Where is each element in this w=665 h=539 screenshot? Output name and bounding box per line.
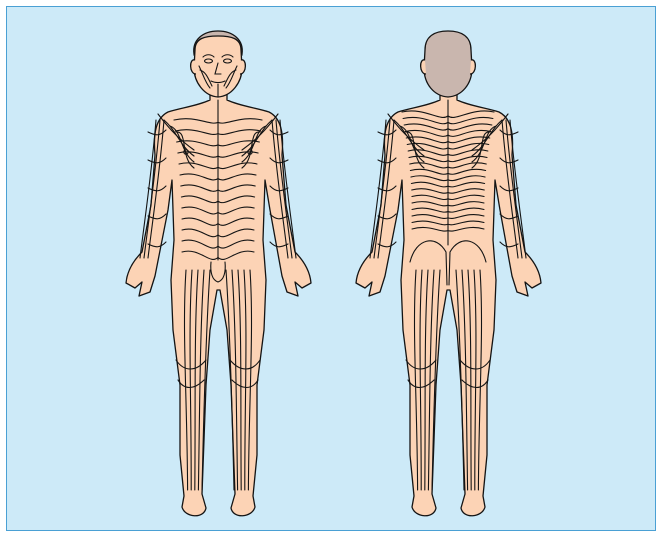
diagram-frame: [6, 6, 656, 531]
